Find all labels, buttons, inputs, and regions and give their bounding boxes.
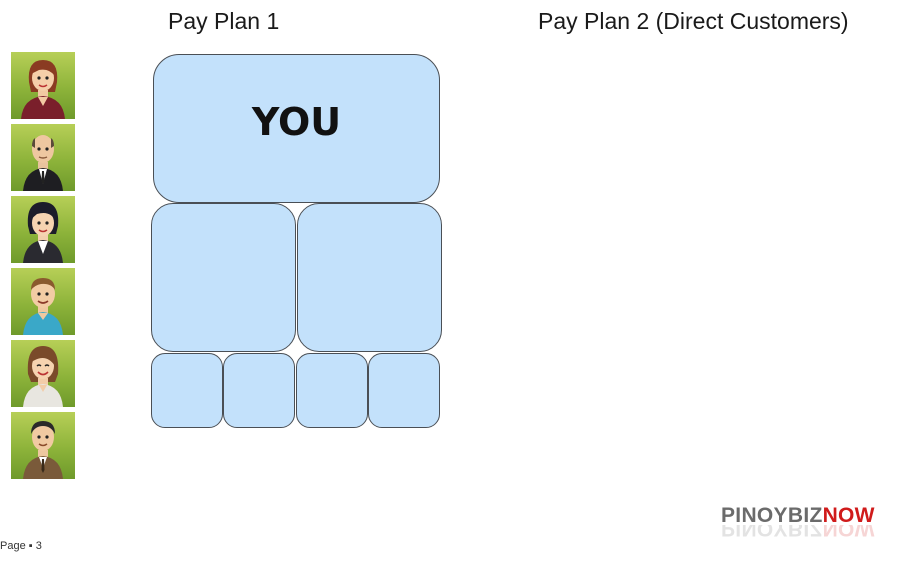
level1-right-box xyxy=(297,203,442,352)
you-position-box: YOU xyxy=(153,54,440,203)
pinoybiznow-logo: PINOYBIZNOW PINOYBIZNOW xyxy=(721,503,886,545)
woman-dark-hair-avatar-icon xyxy=(11,196,75,263)
man-blue-shirt-avatar-icon xyxy=(11,268,75,335)
level1-left-box xyxy=(151,203,296,352)
avatar-column xyxy=(11,52,75,484)
pay-plan-1-title: Pay Plan 1 xyxy=(168,8,279,35)
pay-plan-2-title: Pay Plan 2 (Direct Customers) xyxy=(538,8,849,35)
woman-brown-hair-avatar-icon xyxy=(11,340,75,407)
page-number: Page ▪ 3 xyxy=(0,540,42,552)
you-label: YOU xyxy=(252,100,341,144)
bald-man-suit-avatar-icon xyxy=(11,124,75,191)
logo-part-red: NOW xyxy=(823,504,875,527)
man-dark-hair-tie-avatar-icon xyxy=(11,412,75,479)
logo-part-gray: PINOYBIZ xyxy=(721,504,823,527)
level2-box-4 xyxy=(368,353,440,428)
logo-reflection: PINOYBIZNOW xyxy=(721,525,875,539)
level2-box-3 xyxy=(296,353,368,428)
woman-red-hair-avatar-icon xyxy=(11,52,75,119)
level2-box-1 xyxy=(151,353,223,428)
level2-box-2 xyxy=(223,353,295,428)
